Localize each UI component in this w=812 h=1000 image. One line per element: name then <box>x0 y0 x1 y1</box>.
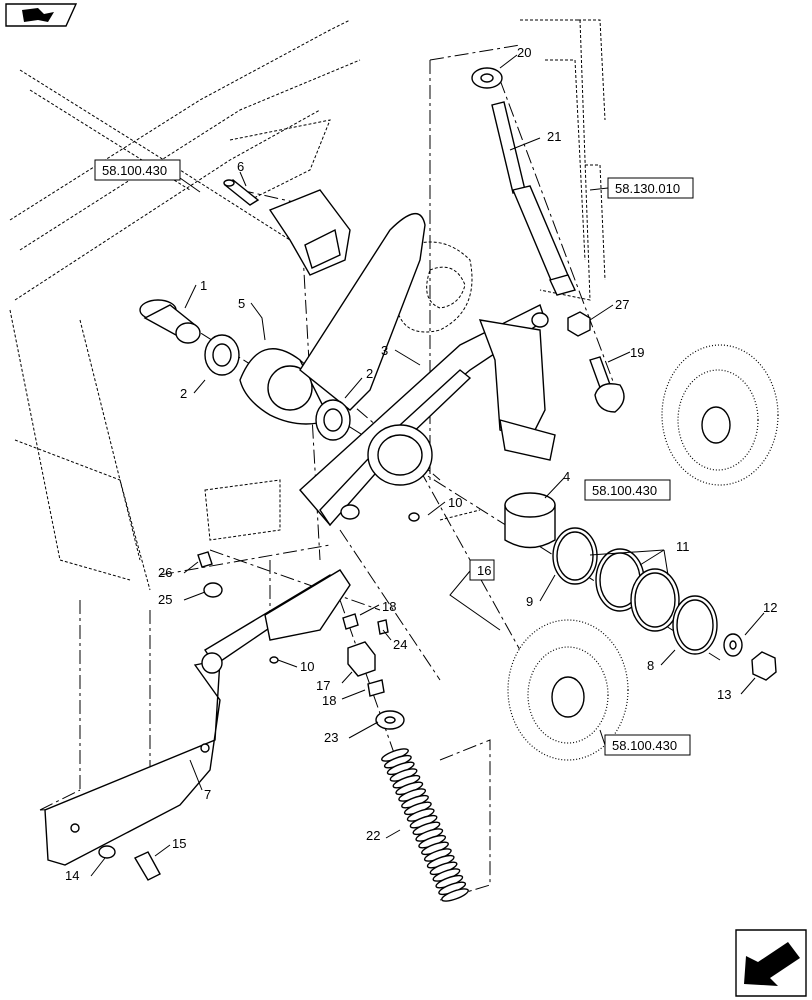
spring-22 <box>381 748 469 902</box>
callout-24: 24 <box>393 637 407 652</box>
callout-11: 11 <box>676 539 690 554</box>
ring-9 <box>552 527 598 585</box>
bearing-2b <box>315 399 351 441</box>
reference-text: 58.100.430 <box>592 483 657 498</box>
callout-2: 2 <box>366 366 373 381</box>
callout-13: 13 <box>717 687 731 702</box>
ring-11b <box>630 568 680 632</box>
callout-14: 14 <box>65 868 79 883</box>
callout-4: 4 <box>563 469 570 484</box>
screw-10a <box>408 512 420 522</box>
ring-8 <box>672 595 718 655</box>
next-page-arrow-icon[interactable] <box>735 929 807 997</box>
nipple-24 <box>377 619 389 635</box>
washer-25 <box>203 582 223 598</box>
callout-18: 18 <box>322 693 336 708</box>
reference-58-100-430-right[interactable]: 58.100.430 <box>584 479 671 501</box>
bearing-2a <box>204 334 240 376</box>
pin-6 <box>223 179 260 206</box>
sleeve-4 <box>504 492 556 549</box>
callout-12: 12 <box>763 600 777 615</box>
washer-12 <box>723 633 743 657</box>
bolt-26 <box>197 551 213 568</box>
callout-10: 10 <box>448 495 462 510</box>
nut-27 <box>567 311 591 337</box>
bracket-5 <box>239 189 351 425</box>
callout-15: 15 <box>172 836 186 851</box>
pulley-lower <box>507 619 629 761</box>
callout-20: 20 <box>517 45 531 60</box>
reference-text: 58.100.430 <box>102 163 167 178</box>
sleeve-18a <box>342 613 359 630</box>
reference-58-130-010[interactable]: 58.130.010 <box>607 177 694 199</box>
reference-58-100-430-upper-left[interactable]: 58.100.430 <box>94 159 181 181</box>
sleeve-18b <box>367 679 385 697</box>
boxed-callout-16-text: 16 <box>477 563 491 578</box>
reference-58-100-430-bottom[interactable]: 58.100.430 <box>604 734 691 756</box>
washer-20 <box>471 67 503 89</box>
callout-22: 22 <box>366 828 380 843</box>
callout-9: 9 <box>526 594 533 609</box>
callout-19: 19 <box>630 345 644 360</box>
callout-6: 6 <box>237 159 244 174</box>
arm-7 <box>44 569 351 866</box>
rod-21 <box>491 101 576 296</box>
pulley-upper <box>661 344 779 486</box>
eyebolt-19 <box>589 356 625 413</box>
bolt-15 <box>134 851 161 881</box>
reference-text: 58.100.430 <box>612 738 677 753</box>
callout-5: 5 <box>238 296 245 311</box>
callout-21: 21 <box>547 129 561 144</box>
reference-text: 58.130.010 <box>615 181 680 196</box>
callout-1: 1 <box>200 278 207 293</box>
boxed-callout-16[interactable]: 16 <box>469 559 495 581</box>
callout-25: 25 <box>158 592 172 607</box>
lever-3 <box>299 213 556 527</box>
callout-labels: 1 2 2 3 4 5 6 7 8 9 10 10 11 12 13 14 15… <box>65 45 777 883</box>
washer-23 <box>375 710 405 730</box>
callout-26: 26 <box>158 565 172 580</box>
screw-10b <box>269 656 279 664</box>
nut-13 <box>751 651 777 681</box>
callout-3: 3 <box>381 343 388 358</box>
callout-8: 8 <box>647 658 654 673</box>
callout-10: 10 <box>300 659 314 674</box>
callout-2: 2 <box>180 386 187 401</box>
spring-coil <box>441 888 469 902</box>
block-17 <box>347 641 376 677</box>
callout-27: 27 <box>615 297 629 312</box>
callout-17: 17 <box>316 678 330 693</box>
callout-23: 23 <box>324 730 338 745</box>
bushing-1 <box>139 299 201 344</box>
callout-18: 18 <box>382 599 396 614</box>
callout-7: 7 <box>204 787 211 802</box>
washer-14 <box>98 845 116 859</box>
view-direction-icon[interactable] <box>5 3 78 27</box>
